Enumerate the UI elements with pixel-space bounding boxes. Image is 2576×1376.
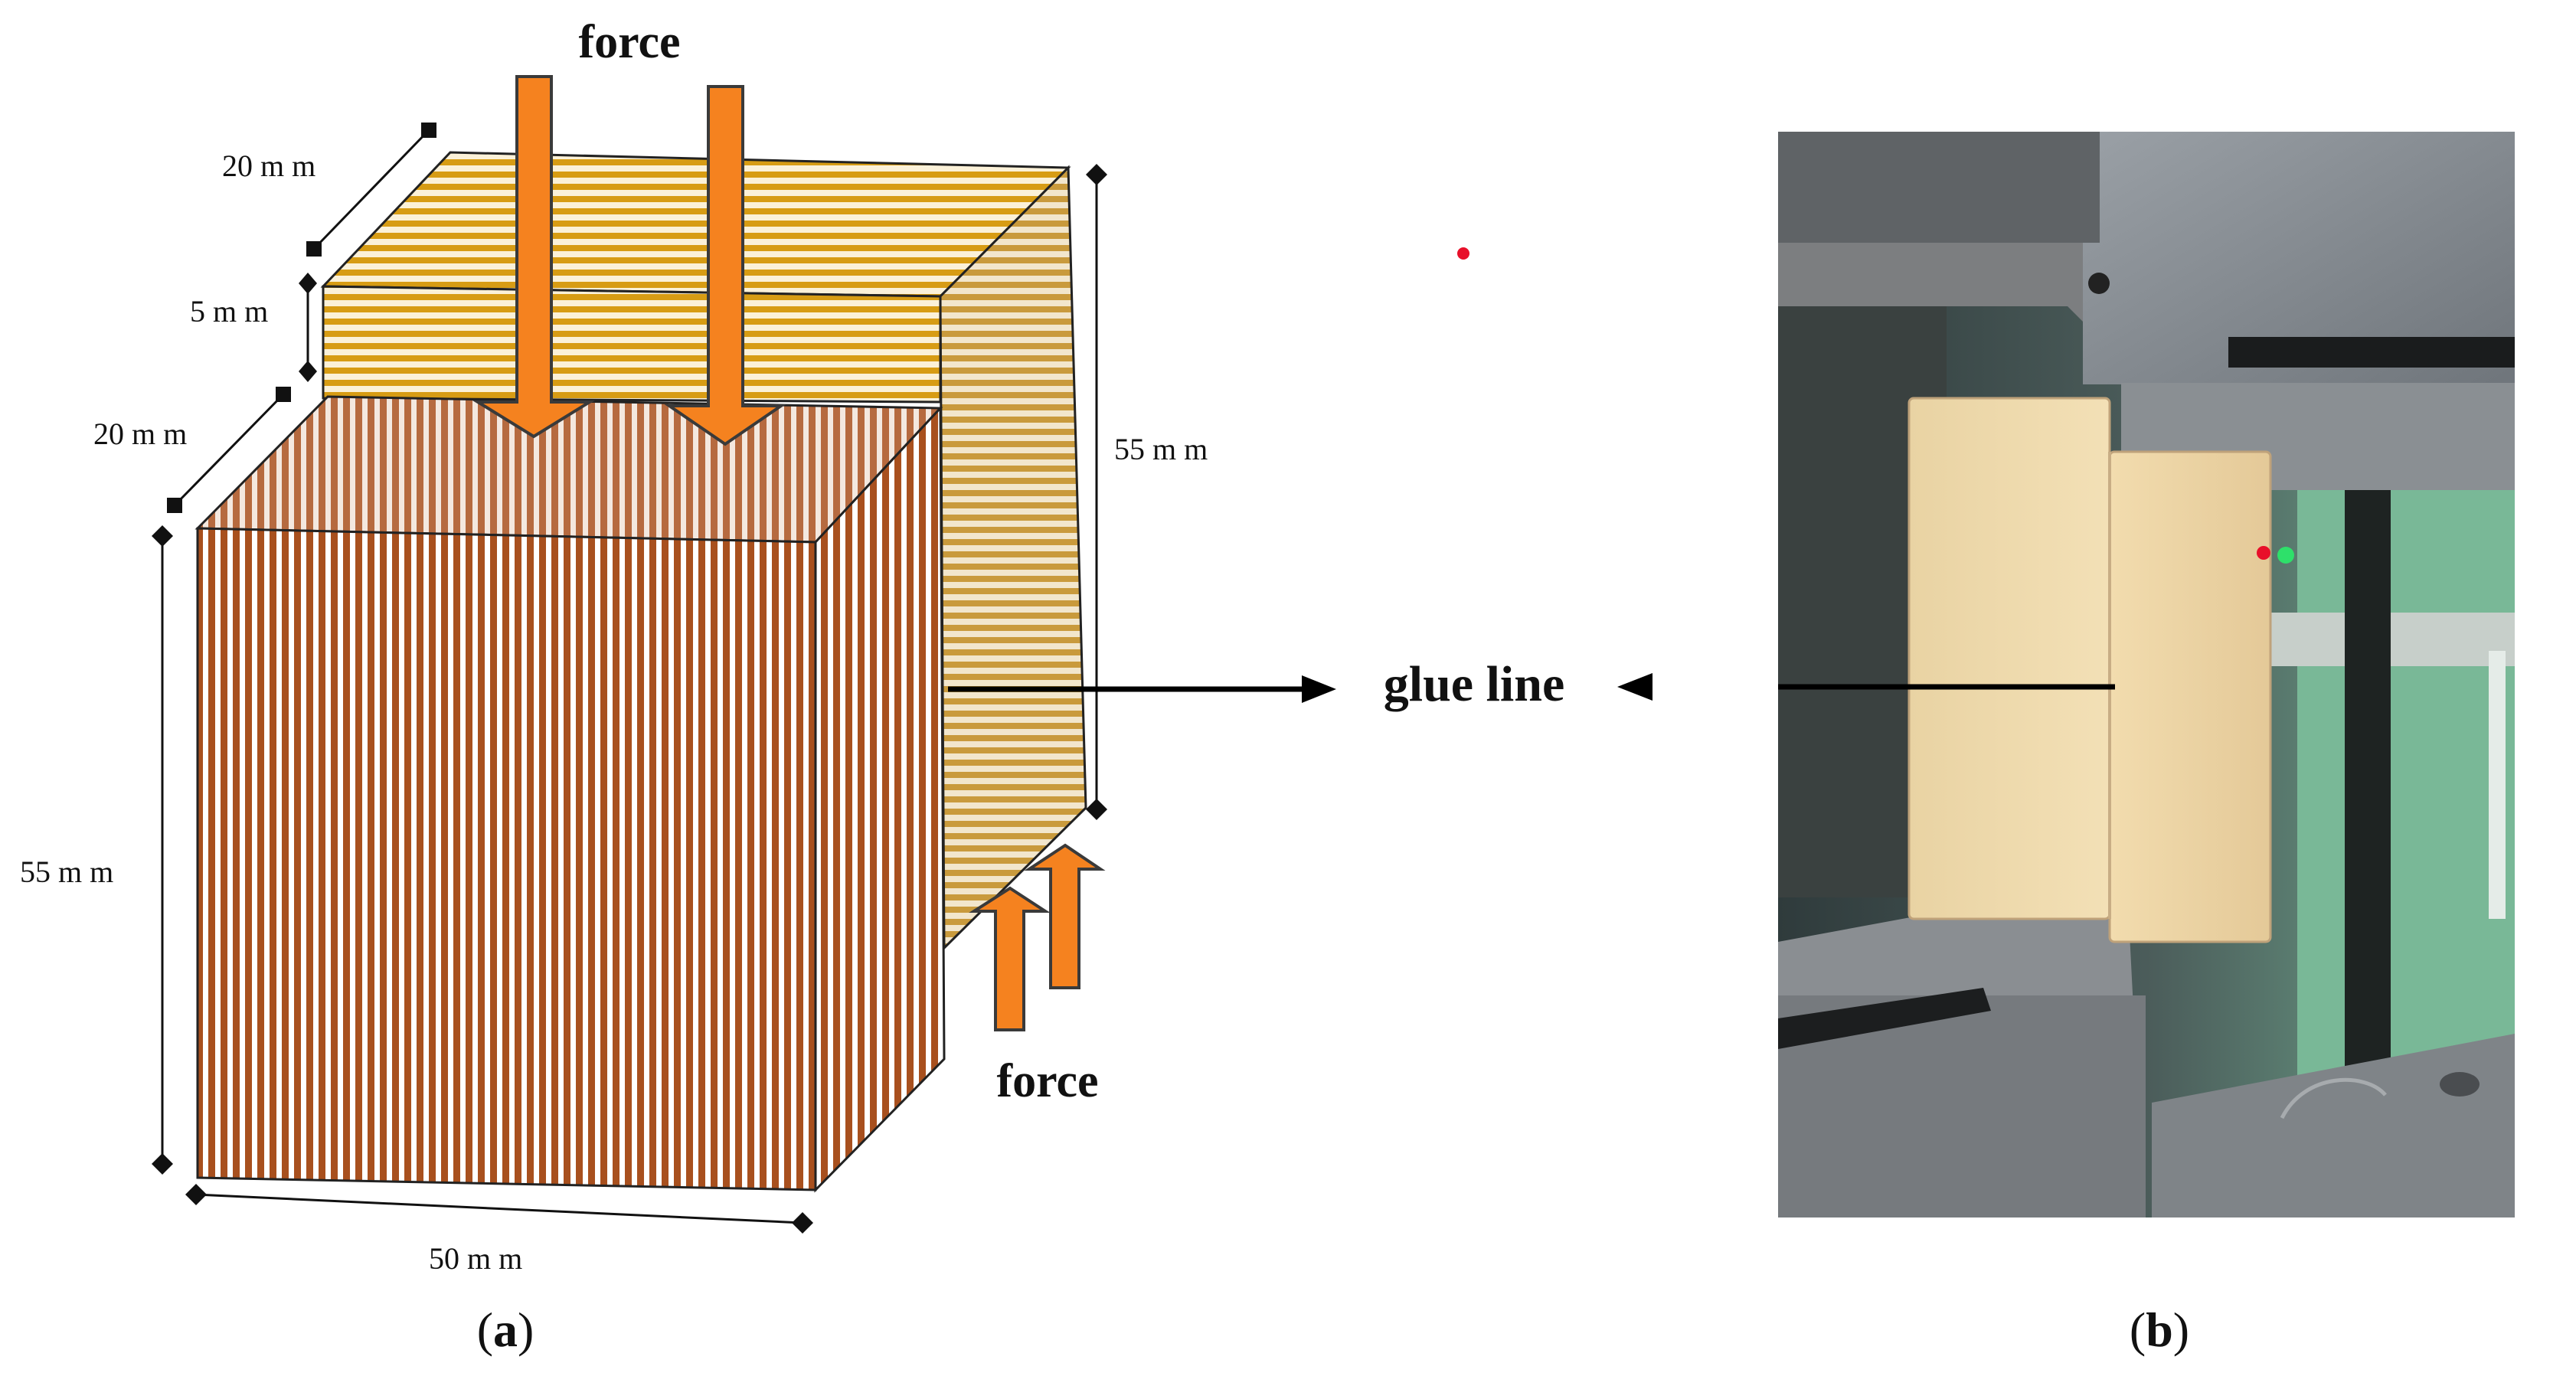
back-block-top-face (320, 151, 1071, 298)
front-block-front-face (196, 527, 817, 1191)
back-wood-block (320, 151, 1087, 951)
panel-b-letter: b (2146, 1302, 2173, 1357)
upper-slot (2228, 337, 2515, 368)
green-wall (2297, 429, 2515, 1118)
green-indicator-light (2277, 547, 2294, 564)
arrow-up-icon (969, 886, 1051, 1031)
panel-label-b: (b) (2130, 1302, 2189, 1357)
vertical-pillar (2345, 459, 2391, 1072)
force-arrow-left (472, 75, 596, 439)
specimen-piece-left (1907, 397, 2111, 920)
panel-label-a: (a) (477, 1302, 534, 1357)
red-dot-marker (1457, 247, 1469, 260)
dim-label-front-height: 55 m m (20, 855, 113, 889)
dim-label-back-height: 55 m m (1114, 432, 1208, 466)
glue-line-label: glue line (1384, 656, 1565, 712)
red-indicator-light (2257, 546, 2270, 560)
lower-right-plate (2152, 1034, 2515, 1217)
bolt-hole (2088, 273, 2110, 294)
dimension-top-depth (306, 123, 436, 257)
panel-a-close: ) (518, 1302, 534, 1357)
dimension-front-depth (167, 387, 291, 513)
lab-bench-leg (2489, 651, 2506, 919)
dim-label-top-thickness: 5 m m (190, 294, 268, 328)
arrow-up-icon (1024, 843, 1106, 989)
dim-label-width: 50 m m (429, 1241, 522, 1276)
arrow-down-icon (664, 85, 786, 446)
force-label-bottom: force (996, 1055, 1098, 1107)
arrow-down-icon (472, 75, 596, 439)
panel-a-open: ( (477, 1302, 493, 1357)
panel-a-letter: a (493, 1302, 518, 1357)
specimen-diagram (152, 75, 1336, 1234)
arrow-right-icon (1302, 675, 1336, 703)
test-photo (1617, 132, 2515, 1217)
dimension-width (185, 1184, 813, 1234)
dim-label-front-depth: 20 m m (93, 417, 187, 451)
force-label-top: force (578, 16, 680, 68)
dimension-top-thickness (299, 273, 317, 382)
front-wood-block (195, 395, 946, 1193)
upper-dark-edge (1778, 132, 2100, 243)
reaction-arrow-left (969, 886, 1051, 1031)
back-block-side-face (939, 165, 1087, 951)
back-block-front-face (322, 285, 942, 404)
arrow-left-icon (1617, 673, 1652, 701)
dimension-back-height (1086, 164, 1107, 820)
panel-b-open: ( (2130, 1302, 2146, 1357)
lower-plate-scratch (2280, 1077, 2387, 1119)
front-block-top-face (195, 395, 943, 544)
panel-b-close: ) (2173, 1302, 2189, 1357)
lower-plate-hole (2440, 1072, 2480, 1097)
specimen-piece-right (2108, 450, 2272, 943)
front-block-side-face (814, 405, 946, 1193)
force-arrow-right (664, 85, 786, 446)
reaction-arrow-right (1024, 843, 1106, 989)
glue-line-pointer-left (948, 675, 1336, 703)
dim-label-top-depth: 20 m m (222, 149, 315, 183)
lower-slot (1778, 988, 1991, 1049)
dimension-front-height (152, 525, 173, 1175)
